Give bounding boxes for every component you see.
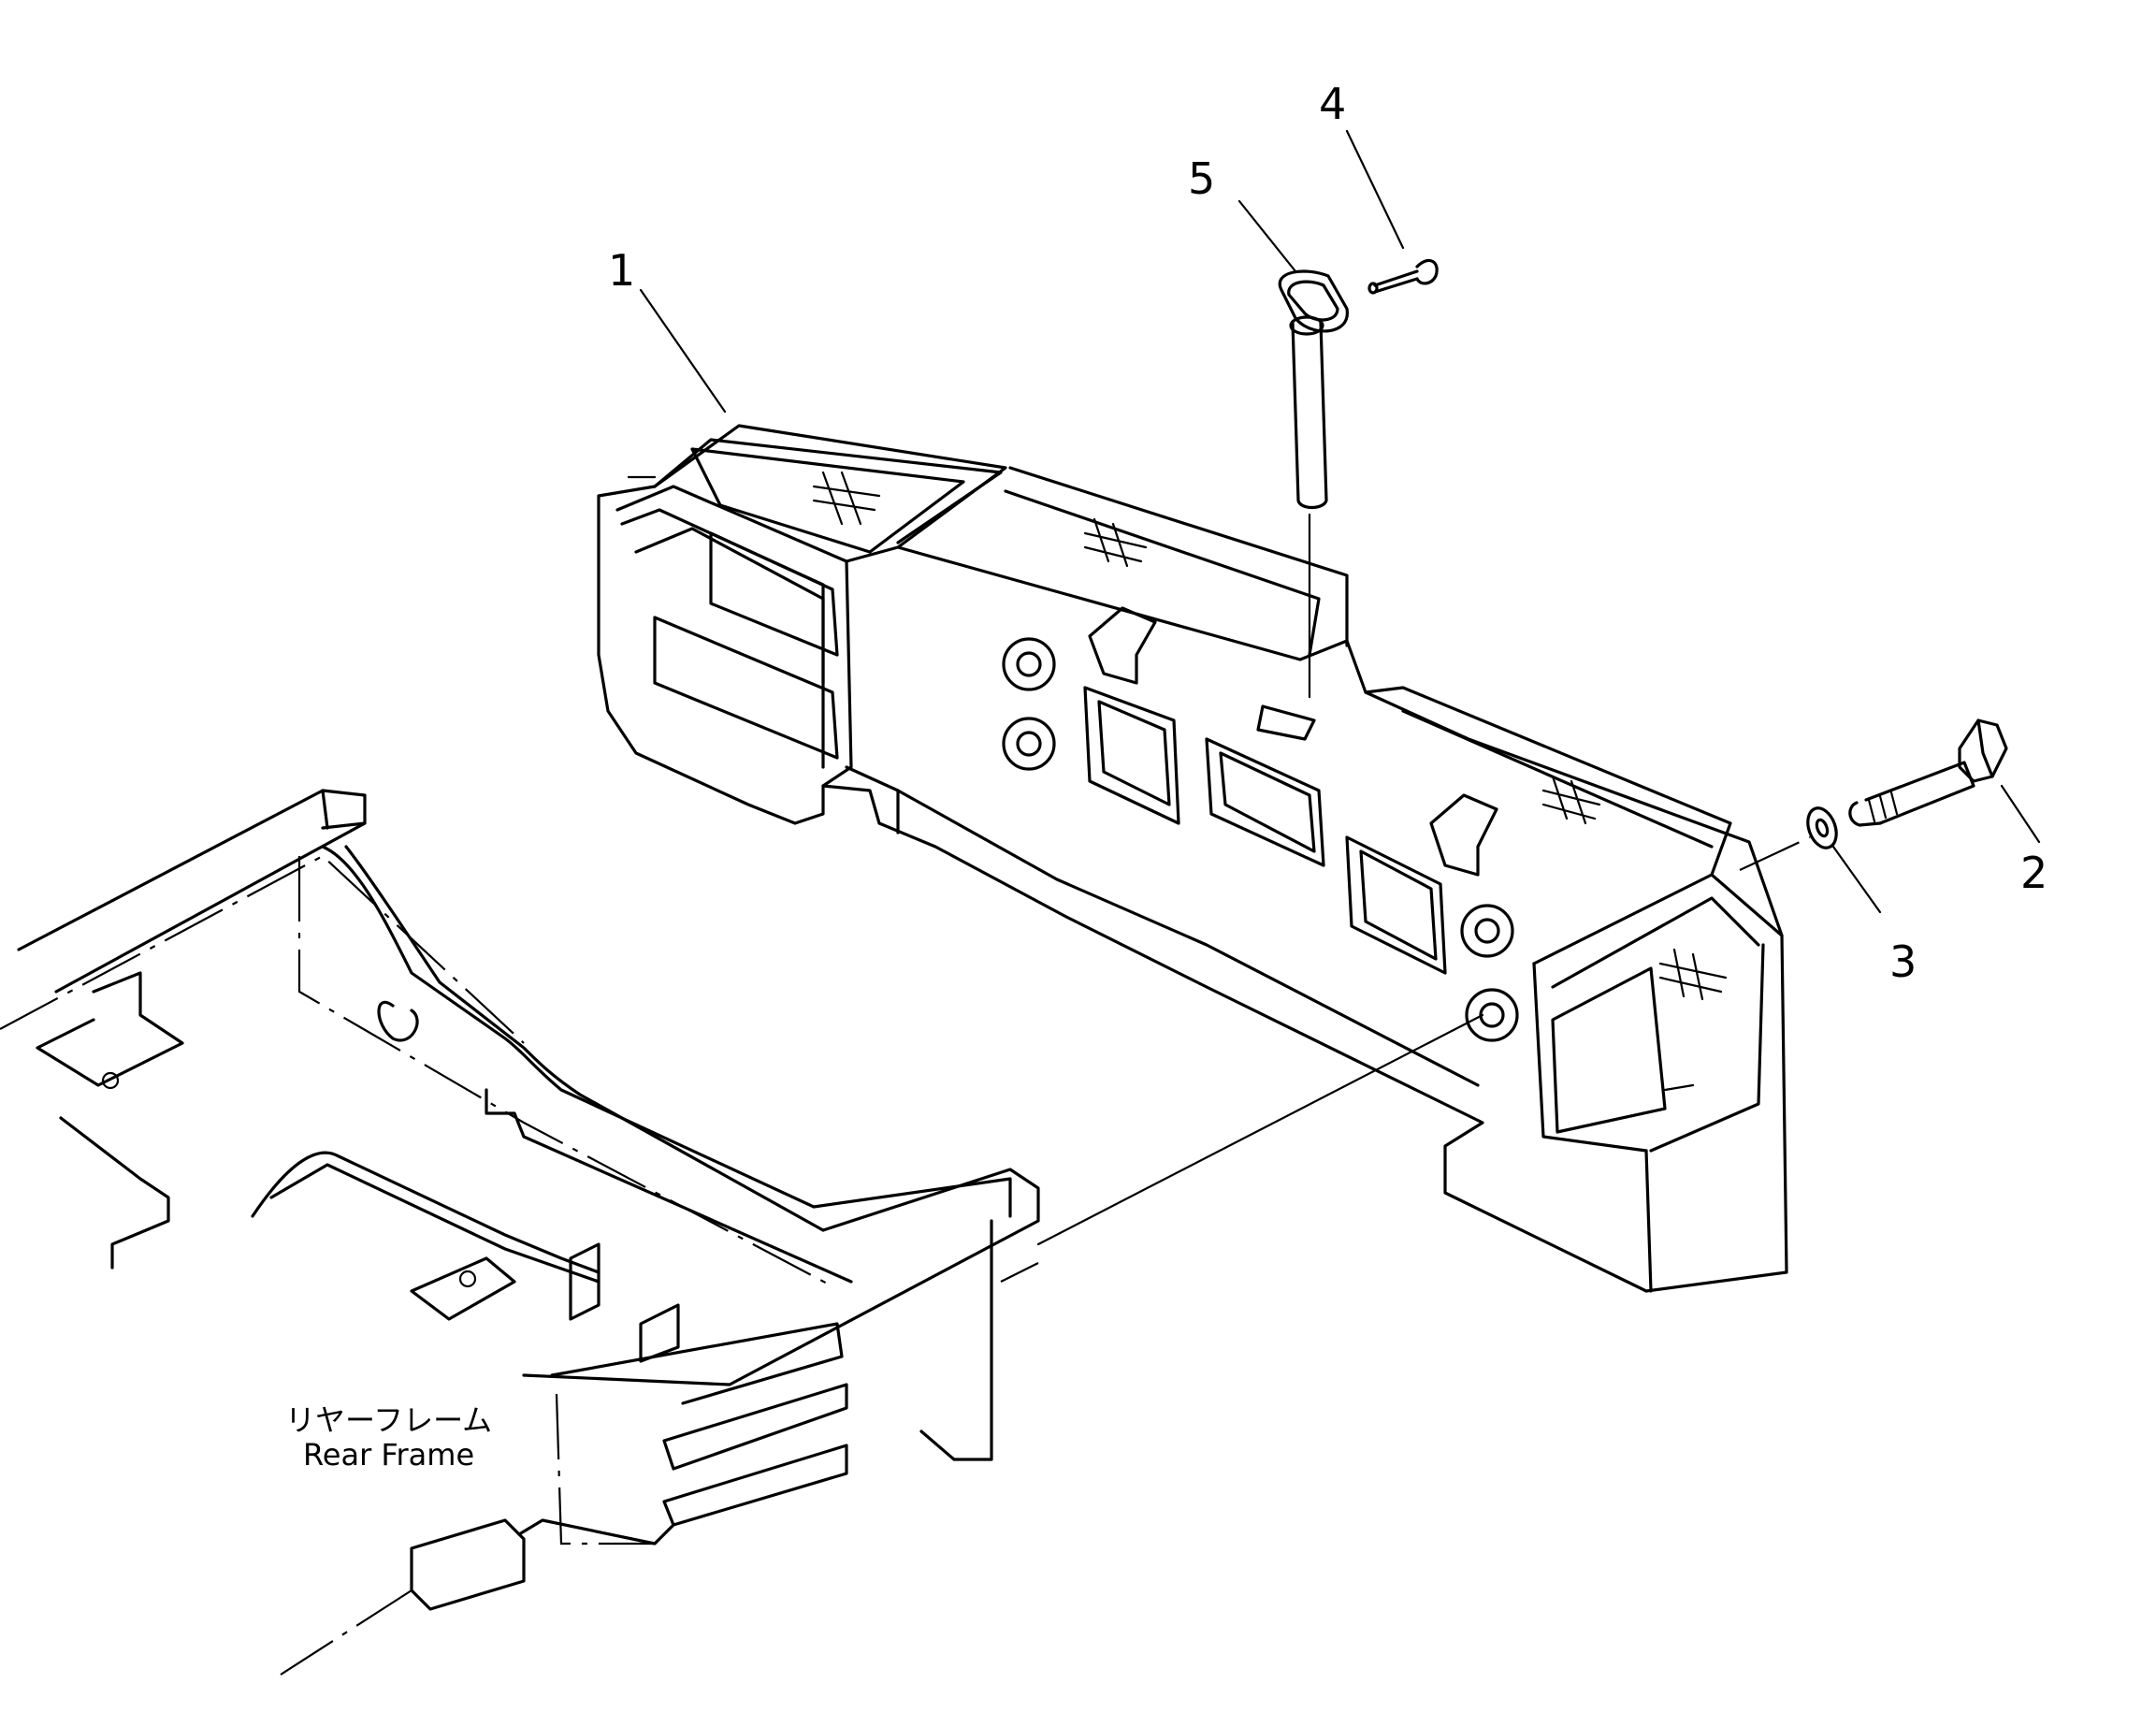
leader-2 [2000,784,2041,844]
leader-3 [1831,845,1882,914]
callout-5: 5 [1188,153,1216,204]
rear-frame-label-japanese: リヤーフレーム [285,1402,493,1438]
bolt-part [1848,718,2008,827]
leader-lines [639,129,2041,914]
callout-1: 1 [608,245,636,296]
leader-5 [1237,199,1297,273]
assembly-line-frame [1000,1262,1039,1283]
lock-pin-part [1367,258,1439,295]
assembly-line-lower [1036,1013,1484,1246]
leader-1 [639,288,727,414]
rear-frame-label-english: Rear Frame [303,1436,475,1473]
assembly-line-upper [1739,836,1811,871]
callout-3: 3 [1889,936,1917,987]
counterweight-body [597,424,1788,1293]
leader-4 [1345,129,1405,250]
callout-2: 2 [2020,848,2048,898]
rear-frame-label: リヤーフレーム Rear Frame [285,1403,492,1473]
callout-4: 4 [1319,79,1347,129]
washer-part [1806,806,1838,849]
rear-frame [0,789,1040,1676]
pin-part [1278,269,1349,699]
